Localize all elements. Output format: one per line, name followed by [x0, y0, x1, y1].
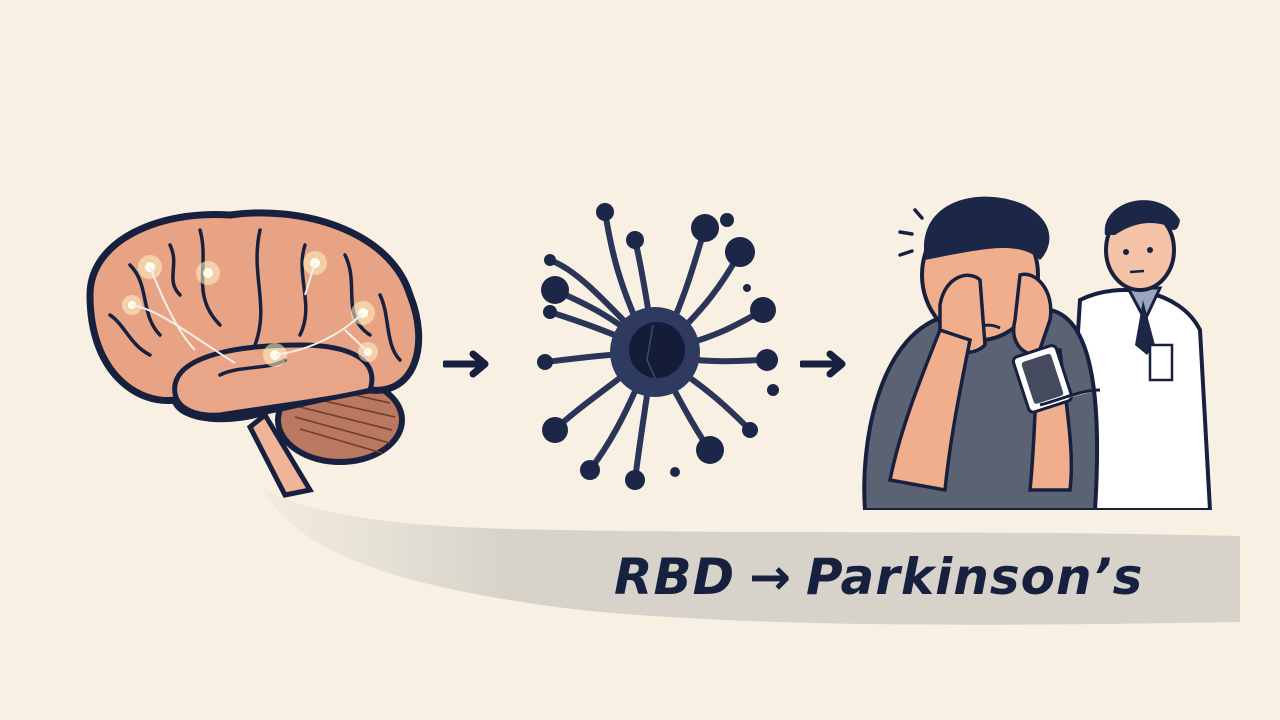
patient-doctor-illustration — [862, 196, 1213, 510]
caption-to: Parkinson’s — [806, 548, 1144, 606]
neuron-aggregate-icon — [537, 203, 779, 490]
caption-text: RBD→Parkinson’s — [614, 548, 1143, 606]
caption-from: RBD — [614, 548, 736, 606]
arrow-right-icon — [800, 350, 846, 378]
brain-icon — [86, 209, 423, 498]
caption-arrow: → — [749, 548, 793, 606]
arrow-right-icon — [443, 350, 489, 378]
